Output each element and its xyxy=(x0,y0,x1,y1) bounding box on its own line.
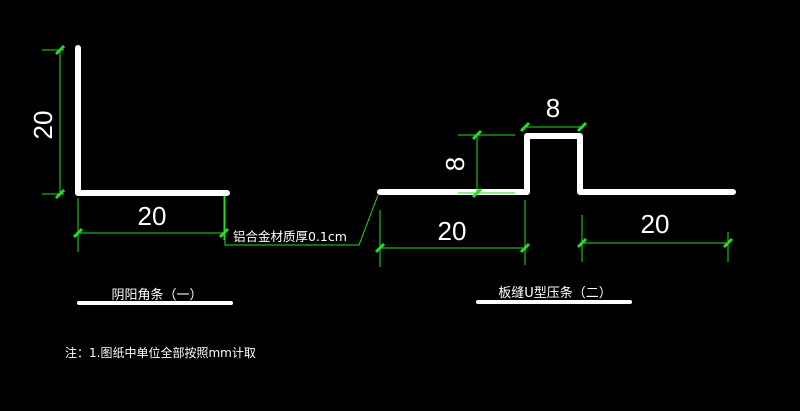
dimension-lines-profile2 xyxy=(374,121,734,267)
dim-top-width-8: 8 xyxy=(546,93,560,123)
note-text: 注：1.图纸中单位全部按照mm计取 xyxy=(65,345,256,360)
dim-vertical-20: 20 xyxy=(28,111,58,140)
dim-left-20: 20 xyxy=(438,216,467,246)
leader-line xyxy=(224,194,379,246)
profile-u-strip xyxy=(377,133,736,195)
caption-profile1: 阴阳角条（一） xyxy=(111,287,202,303)
material-label: 铝合金材质厚0.1cm xyxy=(233,229,347,244)
profile-l-angle xyxy=(75,45,230,196)
dimension-lines-profile1 xyxy=(42,44,230,252)
dim-horizontal-20: 20 xyxy=(138,201,167,231)
dim-right-20: 20 xyxy=(641,209,670,239)
caption-profile2: 板缝U型压条（二） xyxy=(498,285,612,301)
dim-height-8: 8 xyxy=(440,157,470,171)
